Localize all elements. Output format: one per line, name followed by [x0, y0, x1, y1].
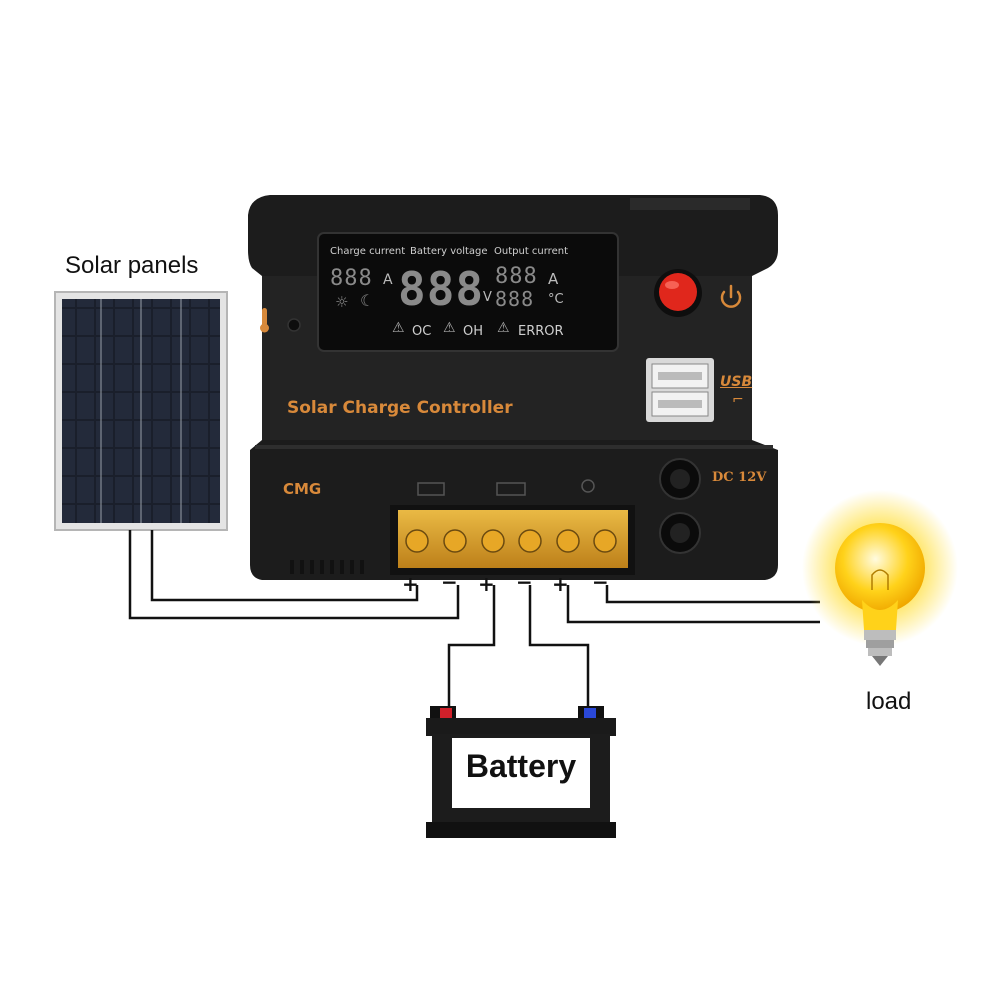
lcd-segment-voltage: 888 — [398, 262, 485, 316]
solar-panel-icon — [54, 291, 228, 531]
lcd-oc: OC — [412, 324, 432, 339]
overheat-warning-icon: ⚠ — [443, 320, 456, 336]
dc-12v-label: DC 12V — [712, 470, 767, 485]
dc-jack-bottom[interactable] — [659, 512, 701, 554]
dc-jack-top[interactable] — [659, 458, 701, 500]
lcd-label-output-current: Output current — [494, 246, 568, 257]
usb-icon: ⌐ — [732, 392, 744, 408]
battery-label: Battery — [465, 748, 577, 784]
lcd-unit-a1: A — [383, 272, 393, 288]
bulb-icon — [802, 490, 958, 666]
terminal-sign-load-plus: + — [552, 572, 569, 596]
terminal-sign-battery-plus: + — [478, 572, 495, 596]
error-warning-icon: ⚠ — [497, 320, 510, 336]
usb-ports[interactable] — [646, 358, 714, 422]
sun-icon: ☼ — [335, 293, 349, 311]
lcd-screen — [317, 232, 619, 352]
terminal-screws — [405, 529, 617, 553]
battery-icon — [426, 706, 616, 838]
terminal-sign-battery-minus: − — [516, 570, 533, 594]
moon-icon: ☾ — [360, 291, 375, 310]
controller-title: Solar Charge Controller — [287, 398, 513, 418]
lcd-error: ERROR — [518, 324, 564, 339]
load-label: load — [866, 688, 912, 715]
warning-icon: ⚠ — [392, 320, 405, 336]
terminal-sign-solar-plus: + — [402, 572, 419, 596]
lcd-segment-temp: 888 — [495, 287, 535, 311]
terminal-sign-solar-minus: − — [441, 570, 458, 594]
lcd-label-battery-voltage: Battery voltage — [410, 246, 488, 257]
lcd-oh: OH — [463, 324, 484, 339]
load-wires — [566, 585, 820, 624]
thermometer-icon — [260, 308, 301, 333]
power-icon — [720, 284, 742, 308]
lcd-unit-a2: A — [548, 270, 559, 288]
lcd-segment-charge: 888 — [330, 266, 373, 291]
solar-wires — [128, 530, 460, 620]
terminal-symbols — [417, 479, 595, 496]
lcd-segment-output: 888 — [495, 264, 538, 289]
lcd-label-charge-current: Charge current — [330, 246, 406, 257]
battery-wires — [447, 585, 590, 708]
lcd-unit-v: V — [483, 290, 492, 305]
brand-label: CMG — [283, 480, 322, 498]
lcd-unit-c: °C — [548, 292, 564, 307]
usb-label: USB — [720, 374, 753, 390]
solar-panels-label: Solar panels — [65, 252, 199, 279]
power-button[interactable] — [654, 269, 702, 317]
terminal-sign-load-minus: − — [592, 570, 609, 594]
